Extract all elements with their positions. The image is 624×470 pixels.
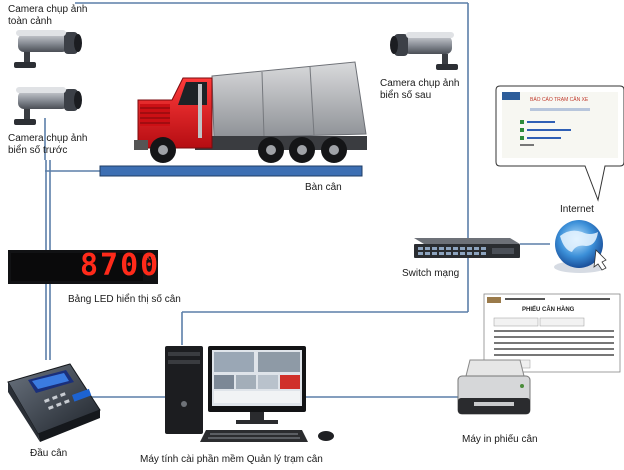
indicator-label: Đầu cân [30, 448, 68, 459]
camera-icon [14, 30, 82, 68]
weighing-indicator-icon [7, 363, 101, 442]
internet-globe-icon [554, 220, 607, 273]
scale-platform [99, 165, 363, 177]
led-board-label: Bảng LED hiển thị số cân [68, 294, 181, 305]
led-board [8, 250, 158, 284]
connection-lines [44, 2, 550, 398]
camera-icon [14, 87, 82, 125]
printer-label: Máy in phiếu cân [462, 434, 538, 445]
computer-label: Máy tính cài phần mềm Quản lý trạm cân [140, 454, 323, 465]
led-weight-unit: KG [146, 255, 157, 262]
computer-icon [165, 346, 334, 442]
camera-overview-label: Camera chụp ảnh toàn cảnh [8, 4, 88, 27]
dump-truck-icon [134, 61, 367, 163]
scale-label: Bàn cân [305, 182, 342, 193]
camera-front-label: Camera chụp ảnh biển số trước [8, 133, 88, 156]
ticket-title: PHIẾU CÂN HÀNG [522, 307, 575, 313]
camera-rear-label: Camera chụp ảnh biển số sau [380, 78, 460, 101]
network-switch-icon [414, 238, 520, 258]
web-report-title: BÁO CÁO TRẠM CÂN XE [530, 97, 589, 103]
camera-icon [390, 32, 458, 70]
switch-label: Switch mạng [402, 268, 460, 279]
led-weight-value: 8700 [80, 248, 161, 283]
web-report-bubble [495, 85, 624, 202]
internet-label: Internet [560, 204, 594, 215]
printer-icon [457, 359, 531, 415]
